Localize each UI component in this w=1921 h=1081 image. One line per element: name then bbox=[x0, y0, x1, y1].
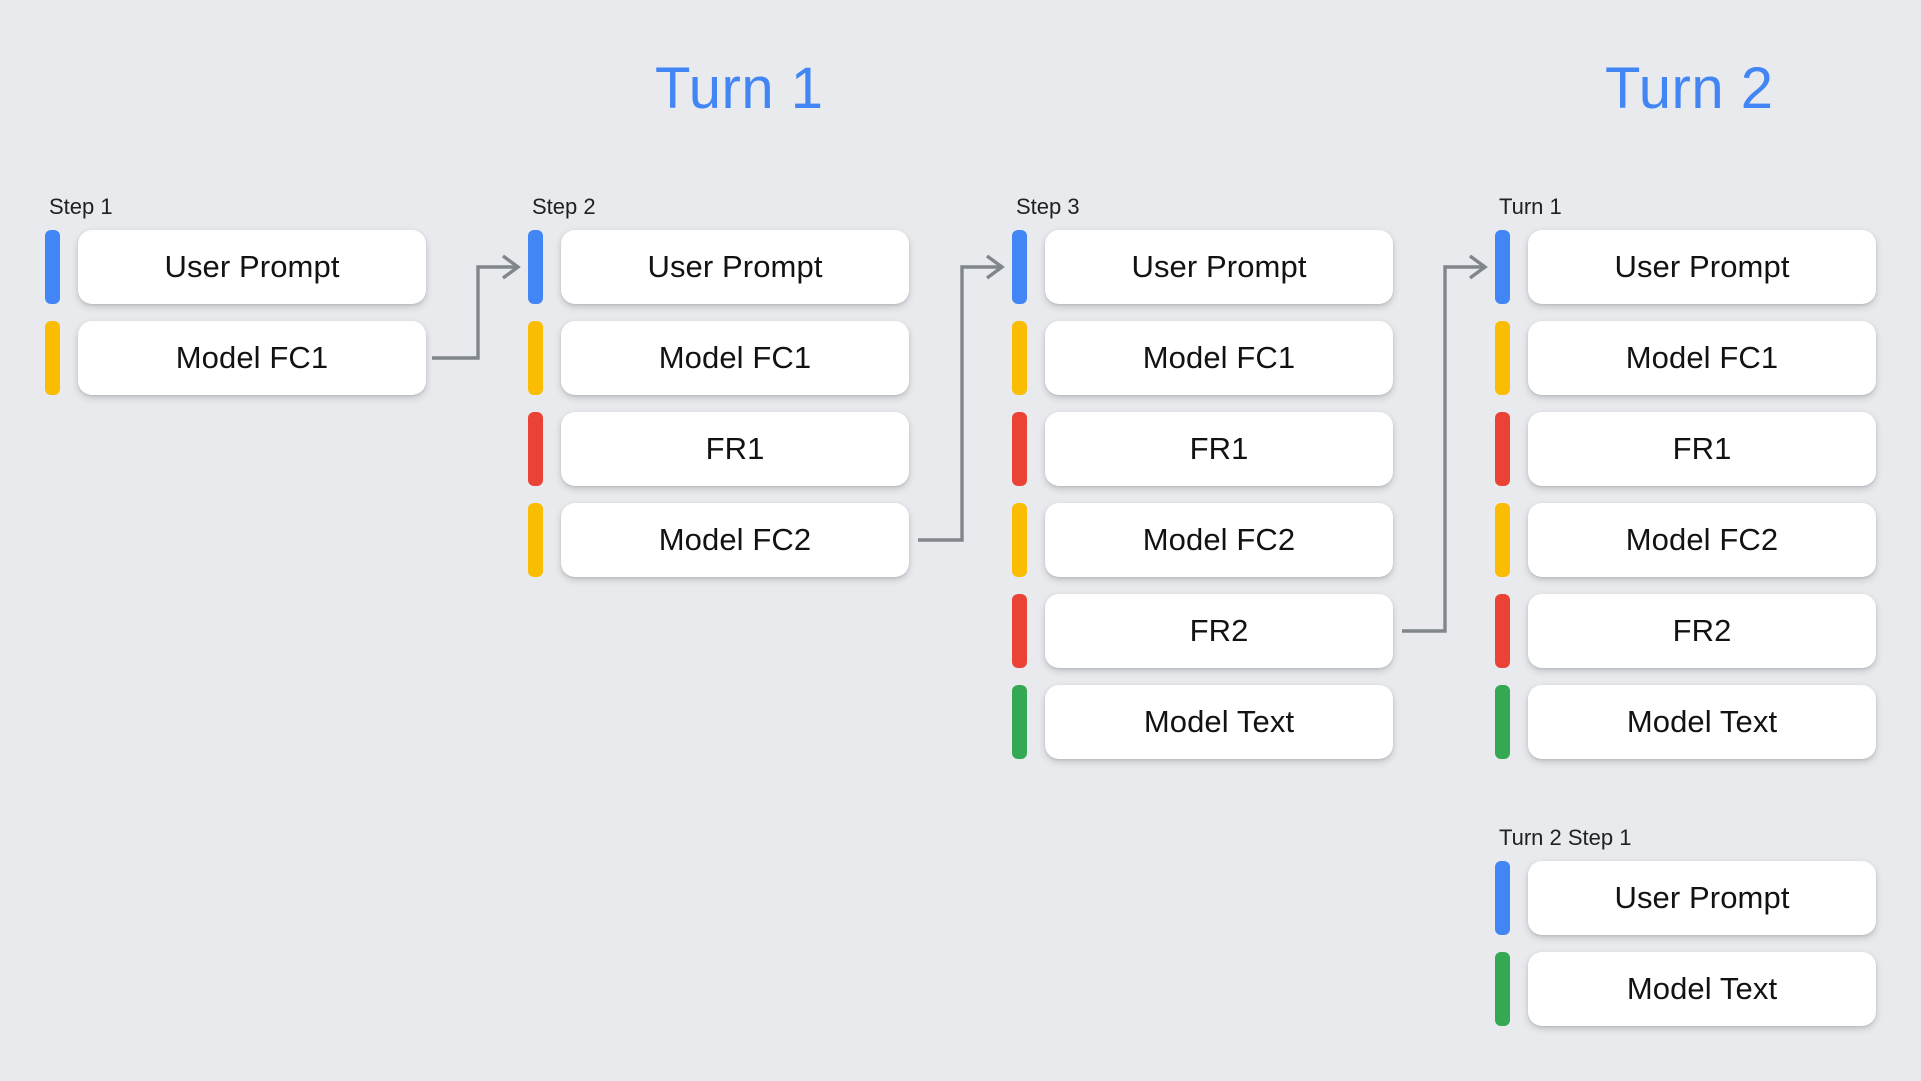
type-bar-blue-icon bbox=[45, 230, 60, 304]
card-model-fc1[interactable]: Model FC1 bbox=[1528, 321, 1876, 395]
column-label-turn-1: Turn 1 bbox=[1499, 194, 1562, 219]
type-bar-yellow-icon bbox=[1495, 321, 1510, 395]
type-bar-blue-icon bbox=[528, 230, 543, 304]
type-bar-yellow-icon bbox=[528, 321, 543, 395]
connector-step3-to-turn1 bbox=[1402, 254, 1488, 633]
card-label: Model FC2 bbox=[658, 522, 812, 557]
row-step2-user-prompt[interactable]: User Prompt bbox=[528, 230, 909, 304]
row-step1-model-fc1[interactable]: Model FC1 bbox=[45, 321, 426, 395]
turn-2-title: Turn 2 bbox=[1605, 56, 1774, 121]
card-fr2[interactable]: FR2 bbox=[1045, 594, 1393, 668]
type-bar-red-icon bbox=[1012, 412, 1027, 486]
type-bar-blue-icon bbox=[1495, 230, 1510, 304]
row-turn2-model-text[interactable]: Model Text bbox=[1495, 952, 1876, 1026]
type-bar-green-icon bbox=[1495, 685, 1510, 759]
type-bar-blue-icon bbox=[1012, 230, 1027, 304]
card-label: FR1 bbox=[1189, 431, 1249, 466]
row-turn1-model-fc1[interactable]: Model FC1 bbox=[1495, 321, 1876, 395]
row-turn1-model-text[interactable]: Model Text bbox=[1495, 685, 1876, 759]
card-fr1[interactable]: FR1 bbox=[1528, 412, 1876, 486]
card-label: FR2 bbox=[1672, 613, 1732, 648]
card-fr1[interactable]: FR1 bbox=[561, 412, 909, 486]
row-step3-model-fc1[interactable]: Model FC1 bbox=[1012, 321, 1393, 395]
type-bar-yellow-icon bbox=[528, 503, 543, 577]
card-label: User Prompt bbox=[164, 249, 340, 284]
card-fr1[interactable]: FR1 bbox=[1045, 412, 1393, 486]
type-bar-green-icon bbox=[1495, 952, 1510, 1026]
card-user-prompt[interactable]: User Prompt bbox=[1528, 861, 1876, 935]
card-label: Model FC1 bbox=[658, 340, 812, 375]
card-label: Model Text bbox=[1626, 704, 1778, 739]
type-bar-green-icon bbox=[1012, 685, 1027, 759]
row-turn1-model-fc2[interactable]: Model FC2 bbox=[1495, 503, 1876, 577]
card-label: FR1 bbox=[1672, 431, 1732, 466]
type-bar-blue-icon bbox=[1495, 861, 1510, 935]
card-label: Model FC2 bbox=[1625, 522, 1779, 557]
type-bar-yellow-icon bbox=[1012, 503, 1027, 577]
row-step3-model-fc2[interactable]: Model FC2 bbox=[1012, 503, 1393, 577]
card-fr2[interactable]: FR2 bbox=[1528, 594, 1876, 668]
card-label: Model Text bbox=[1143, 704, 1295, 739]
card-user-prompt[interactable]: User Prompt bbox=[78, 230, 426, 304]
row-step1-user-prompt[interactable]: User Prompt bbox=[45, 230, 426, 304]
row-step3-user-prompt[interactable]: User Prompt bbox=[1012, 230, 1393, 304]
card-model-fc1[interactable]: Model FC1 bbox=[1045, 321, 1393, 395]
row-step3-model-text[interactable]: Model Text bbox=[1012, 685, 1393, 759]
column-label-turn-2-step-1: Turn 2 Step 1 bbox=[1499, 825, 1632, 850]
card-label: Model FC1 bbox=[1625, 340, 1779, 375]
card-user-prompt[interactable]: User Prompt bbox=[561, 230, 909, 304]
card-model-fc2[interactable]: Model FC2 bbox=[1045, 503, 1393, 577]
card-label: FR2 bbox=[1189, 613, 1249, 648]
card-model-fc1[interactable]: Model FC1 bbox=[78, 321, 426, 395]
column-label-step-2: Step 2 bbox=[532, 194, 596, 219]
type-bar-yellow-icon bbox=[1495, 503, 1510, 577]
row-turn1-user-prompt[interactable]: User Prompt bbox=[1495, 230, 1876, 304]
connector-step1-to-step2 bbox=[432, 254, 521, 360]
row-step3-fr1[interactable]: FR1 bbox=[1012, 412, 1393, 486]
card-model-fc2[interactable]: Model FC2 bbox=[1528, 503, 1876, 577]
type-bar-red-icon bbox=[1495, 412, 1510, 486]
card-label: Model FC1 bbox=[1142, 340, 1296, 375]
card-label: Model Text bbox=[1626, 971, 1778, 1006]
type-bar-red-icon bbox=[528, 412, 543, 486]
card-model-text[interactable]: Model Text bbox=[1045, 685, 1393, 759]
type-bar-yellow-icon bbox=[45, 321, 60, 395]
column-label-step-1: Step 1 bbox=[49, 194, 113, 219]
type-bar-yellow-icon bbox=[1012, 321, 1027, 395]
card-model-fc2[interactable]: Model FC2 bbox=[561, 503, 909, 577]
row-turn1-fr2[interactable]: FR2 bbox=[1495, 594, 1876, 668]
card-user-prompt[interactable]: User Prompt bbox=[1528, 230, 1876, 304]
row-step3-fr2[interactable]: FR2 bbox=[1012, 594, 1393, 668]
turn-1-title: Turn 1 bbox=[655, 56, 824, 121]
card-model-text[interactable]: Model Text bbox=[1528, 952, 1876, 1026]
card-label: User Prompt bbox=[1614, 249, 1790, 284]
card-label: Model FC1 bbox=[175, 340, 329, 375]
card-model-text[interactable]: Model Text bbox=[1528, 685, 1876, 759]
card-label: User Prompt bbox=[1131, 249, 1307, 284]
card-label: User Prompt bbox=[1614, 880, 1790, 915]
row-turn2-user-prompt[interactable]: User Prompt bbox=[1495, 861, 1876, 935]
card-user-prompt[interactable]: User Prompt bbox=[1045, 230, 1393, 304]
card-label: FR1 bbox=[705, 431, 765, 466]
column-label-step-3: Step 3 bbox=[1016, 194, 1080, 219]
row-step2-model-fc2[interactable]: Model FC2 bbox=[528, 503, 909, 577]
connector-step2-to-step3 bbox=[918, 254, 1005, 542]
card-label: User Prompt bbox=[647, 249, 823, 284]
type-bar-red-icon bbox=[1012, 594, 1027, 668]
row-step2-fr1[interactable]: FR1 bbox=[528, 412, 909, 486]
row-turn1-fr1[interactable]: FR1 bbox=[1495, 412, 1876, 486]
type-bar-red-icon bbox=[1495, 594, 1510, 668]
row-step2-model-fc1[interactable]: Model FC1 bbox=[528, 321, 909, 395]
card-label: Model FC2 bbox=[1142, 522, 1296, 557]
card-model-fc1[interactable]: Model FC1 bbox=[561, 321, 909, 395]
